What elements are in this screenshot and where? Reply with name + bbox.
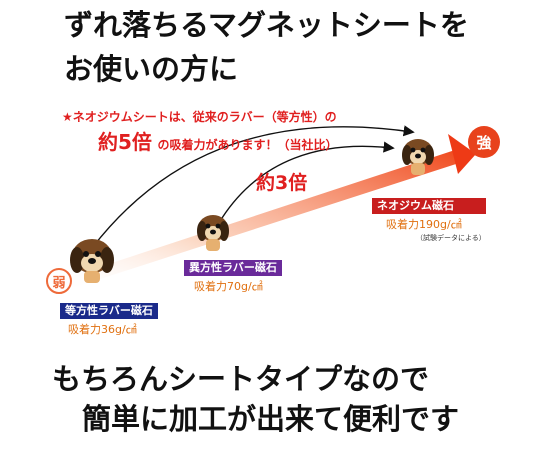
magnet-neodymium: ネオジウム磁石 吸着力190g/㎠ （試験データによる） xyxy=(372,198,486,243)
arc-3x xyxy=(221,141,395,219)
dog-figure-2 xyxy=(197,215,229,251)
magnet-anisotropic-force: 吸着力70g/㎠ xyxy=(194,280,263,293)
dog-figure-1 xyxy=(70,239,114,283)
test-data-note: （試験データによる） xyxy=(416,234,486,242)
magnet-isotropic: 等方性ラバー磁石 吸着力36g/㎠ xyxy=(60,303,158,337)
headline-bottom-line1: もちろんシートタイプなので xyxy=(52,362,430,396)
magnet-anisotropic: 異方性ラバー磁石 吸着力70g/㎠ xyxy=(184,260,282,294)
ratio-3x-label: 約3倍 xyxy=(256,172,308,194)
headline-top-line1: ずれ落ちるマグネットシートを xyxy=(64,8,469,42)
callout-emphasis: 約5倍 xyxy=(98,130,152,154)
weak-marker-text: 弱 xyxy=(52,275,66,291)
arc-5x xyxy=(91,125,415,249)
callout-line2: 約5倍 の吸着力があります！（当社比） xyxy=(98,126,338,155)
headline-top-line2: お使いの方に xyxy=(64,52,239,86)
callout-line1: ★ネオジウムシートは、従来のラバー（等方性）の xyxy=(62,110,337,124)
magnet-anisotropic-name: 異方性ラバー磁石 xyxy=(184,260,282,276)
callout-rest: の吸着力があります！（当社比） xyxy=(157,138,338,152)
strong-marker-text: 強 xyxy=(476,133,492,152)
strength-arrow xyxy=(60,150,456,292)
strength-graphic xyxy=(60,125,476,292)
magnet-isotropic-force: 吸着力36g/㎠ xyxy=(68,323,137,336)
magnet-neodymium-name: ネオジウム磁石 xyxy=(372,198,486,214)
magnet-isotropic-name: 等方性ラバー磁石 xyxy=(60,303,158,319)
strength-arrowhead xyxy=(448,134,476,174)
headline-bottom-line2: 簡単に加工が出来て便利です xyxy=(82,402,460,436)
strong-marker: 強 xyxy=(468,126,500,158)
dog-figure-3 xyxy=(402,139,434,175)
magnet-neodymium-force: 吸着力190g/㎠ xyxy=(386,218,462,231)
weak-marker: 弱 xyxy=(46,268,72,294)
